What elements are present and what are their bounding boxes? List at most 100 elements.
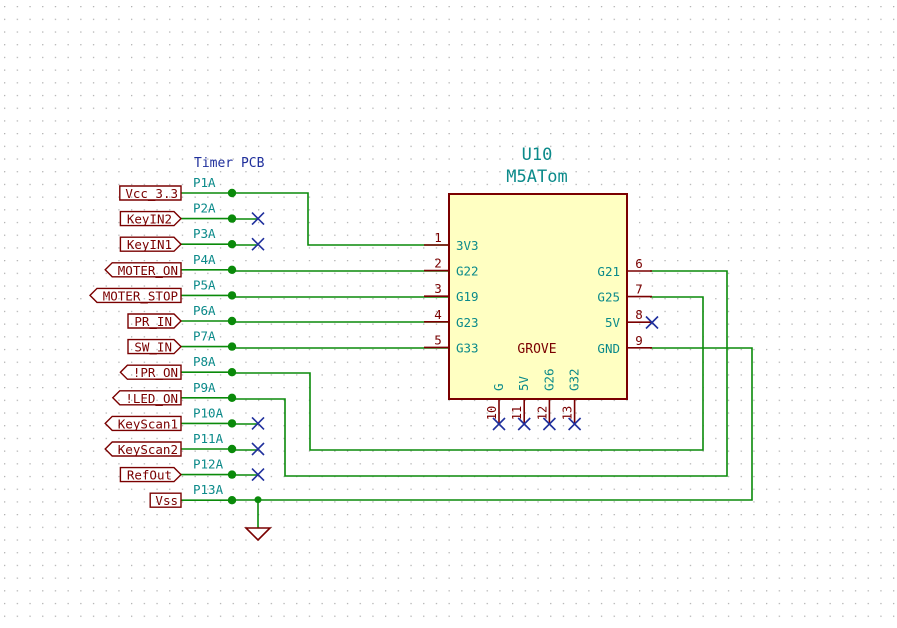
module-pin-13-number: 13 bbox=[561, 406, 575, 420]
connector-pin-2-number: P2A bbox=[193, 201, 216, 216]
net-label-5-text: MOTER_STOP bbox=[103, 288, 178, 303]
no-connect-x-icon bbox=[542, 417, 556, 431]
no-connect-x-icon bbox=[568, 417, 582, 431]
module-pin-1-name: 3V3 bbox=[456, 238, 479, 253]
no-connect-x-icon bbox=[492, 417, 506, 431]
net-label-12-text: RefOut bbox=[127, 468, 172, 483]
pin-dot-8 bbox=[227, 368, 237, 377]
pin-dot-10 bbox=[227, 419, 237, 428]
grove-label: GROVE bbox=[517, 342, 556, 357]
module-pin-11-name: 5V bbox=[516, 375, 531, 391]
net-label-7-text: SW_IN bbox=[134, 340, 172, 355]
net-label-7[interactable]: SW_IN bbox=[127, 338, 232, 355]
ground-symbol-icon bbox=[244, 527, 272, 542]
module-pin-2-number: 2 bbox=[434, 256, 442, 271]
connector-pin-6-number: P6A bbox=[193, 303, 216, 318]
pin-dot-2 bbox=[227, 214, 237, 223]
net-label-2-text: KeyIN2 bbox=[127, 212, 172, 227]
module-pin-10-number: 10 bbox=[485, 406, 499, 420]
net-label-3[interactable]: KeyIN1 bbox=[119, 236, 232, 252]
connector-pin-9-number: P9A bbox=[193, 380, 216, 395]
pin-dot-3 bbox=[227, 240, 237, 249]
module-pin-8-name: 5V bbox=[605, 315, 621, 330]
module-body bbox=[448, 193, 628, 400]
connector-pin-8-number: P8A bbox=[193, 354, 216, 369]
module-pin-7-number: 7 bbox=[635, 282, 643, 297]
wire-vss[interactable] bbox=[232, 347, 753, 501]
net-label-11[interactable]: KeyScan2 bbox=[104, 441, 232, 457]
no-connect-x-icon bbox=[251, 468, 265, 482]
connector-pin-3-number: P3A bbox=[193, 226, 216, 241]
module-pin-13-name: G32 bbox=[567, 368, 582, 391]
pin-dot-12 bbox=[227, 470, 237, 479]
module-pin-7-name: G25 bbox=[597, 290, 620, 305]
module-pin-3-number: 3 bbox=[434, 281, 442, 296]
net-label-3-text: KeyIN1 bbox=[127, 237, 172, 252]
no-connect-x-icon bbox=[517, 417, 531, 431]
net-label-10-text: KeyScan1 bbox=[118, 416, 178, 431]
pin-dot-7 bbox=[227, 342, 237, 351]
timer-pcb-connector: P1AVcc_3.3P2AKeyIN2P3AKeyIN1P4AMOTER_ONP… bbox=[89, 175, 232, 508]
net-label-2[interactable]: KeyIN2 bbox=[119, 210, 232, 227]
module-pin-11-number: 11 bbox=[510, 406, 524, 420]
pin-dot-11 bbox=[227, 444, 237, 454]
connector-pin-7-number: P7A bbox=[193, 329, 216, 344]
pin-dot-5 bbox=[227, 291, 237, 300]
connector-pin-12-number: P12A bbox=[193, 457, 224, 472]
net-label-13[interactable]: Vss bbox=[149, 492, 232, 508]
module-pin-9-name: GND bbox=[597, 341, 620, 356]
module-pin-4-name: G23 bbox=[456, 315, 479, 330]
net-label-8[interactable]: !PR_ON bbox=[119, 364, 232, 380]
module-pin-12-name: G26 bbox=[541, 368, 556, 391]
net-label-5[interactable]: MOTER_STOP bbox=[89, 287, 232, 303]
connector-pin-13-number: P13A bbox=[193, 482, 224, 497]
net-label-4[interactable]: MOTER_ON bbox=[104, 262, 232, 278]
no-connect-x-icon bbox=[251, 442, 265, 456]
module-pin-2-name: G22 bbox=[456, 264, 479, 279]
pin-dot-1 bbox=[227, 188, 237, 198]
pin-dot-4 bbox=[227, 265, 237, 274]
connector-pin-10-number: P10A bbox=[193, 405, 224, 420]
module-pin-12-number: 12 bbox=[535, 406, 549, 420]
pin-dot-9 bbox=[227, 393, 237, 402]
no-connect-x-icon bbox=[251, 212, 265, 226]
module-pin-3-name: G19 bbox=[456, 289, 479, 304]
net-label-10[interactable]: KeyScan1 bbox=[104, 415, 232, 431]
module-pin-4-number: 4 bbox=[434, 307, 442, 322]
module-value: M5ATom bbox=[506, 167, 567, 187]
net-label-12[interactable]: RefOut bbox=[119, 466, 232, 483]
net-label-1-text: Vcc_3.3 bbox=[125, 186, 178, 201]
module-pin-5-number: 5 bbox=[434, 332, 442, 347]
module-pin-6-number: 6 bbox=[635, 256, 643, 271]
markers bbox=[227, 188, 659, 505]
module-pin-6-name: G21 bbox=[597, 264, 620, 279]
wires bbox=[232, 192, 753, 528]
net-label-6[interactable]: PR_IN bbox=[127, 313, 232, 329]
module-pin-9-number: 9 bbox=[635, 333, 643, 348]
wire-vcc[interactable] bbox=[232, 192, 449, 246]
pin-dot-13 bbox=[227, 496, 237, 505]
net-label-8-text: !PR_ON bbox=[133, 365, 178, 380]
connector-pin-11-number: P11A bbox=[193, 431, 224, 446]
connector-pin-5-number: P5A bbox=[193, 277, 216, 292]
connector-pin-1-number: P1A bbox=[193, 175, 216, 190]
net-label-6-text: PR_IN bbox=[134, 314, 172, 329]
pin-dot-6 bbox=[227, 316, 237, 326]
connector-pin-4-number: P4A bbox=[193, 252, 216, 267]
net-label-9-text: !LED_ON bbox=[125, 391, 178, 406]
module-reference: U10 bbox=[522, 145, 553, 165]
junction-dot bbox=[254, 496, 262, 504]
wire-pr-on[interactable] bbox=[232, 296, 704, 451]
net-label-13-text: Vss bbox=[155, 493, 178, 508]
net-label-11-text: KeyScan2 bbox=[118, 442, 178, 457]
module-pin-5-name: G33 bbox=[456, 340, 479, 355]
net-label-9[interactable]: !LED_ON bbox=[111, 390, 232, 406]
module-pin-1-number: 1 bbox=[434, 230, 442, 245]
net-label-1[interactable]: Vcc_3.3 bbox=[119, 185, 232, 201]
no-connect-x-icon bbox=[251, 237, 265, 251]
wire-led-on[interactable] bbox=[232, 270, 728, 477]
